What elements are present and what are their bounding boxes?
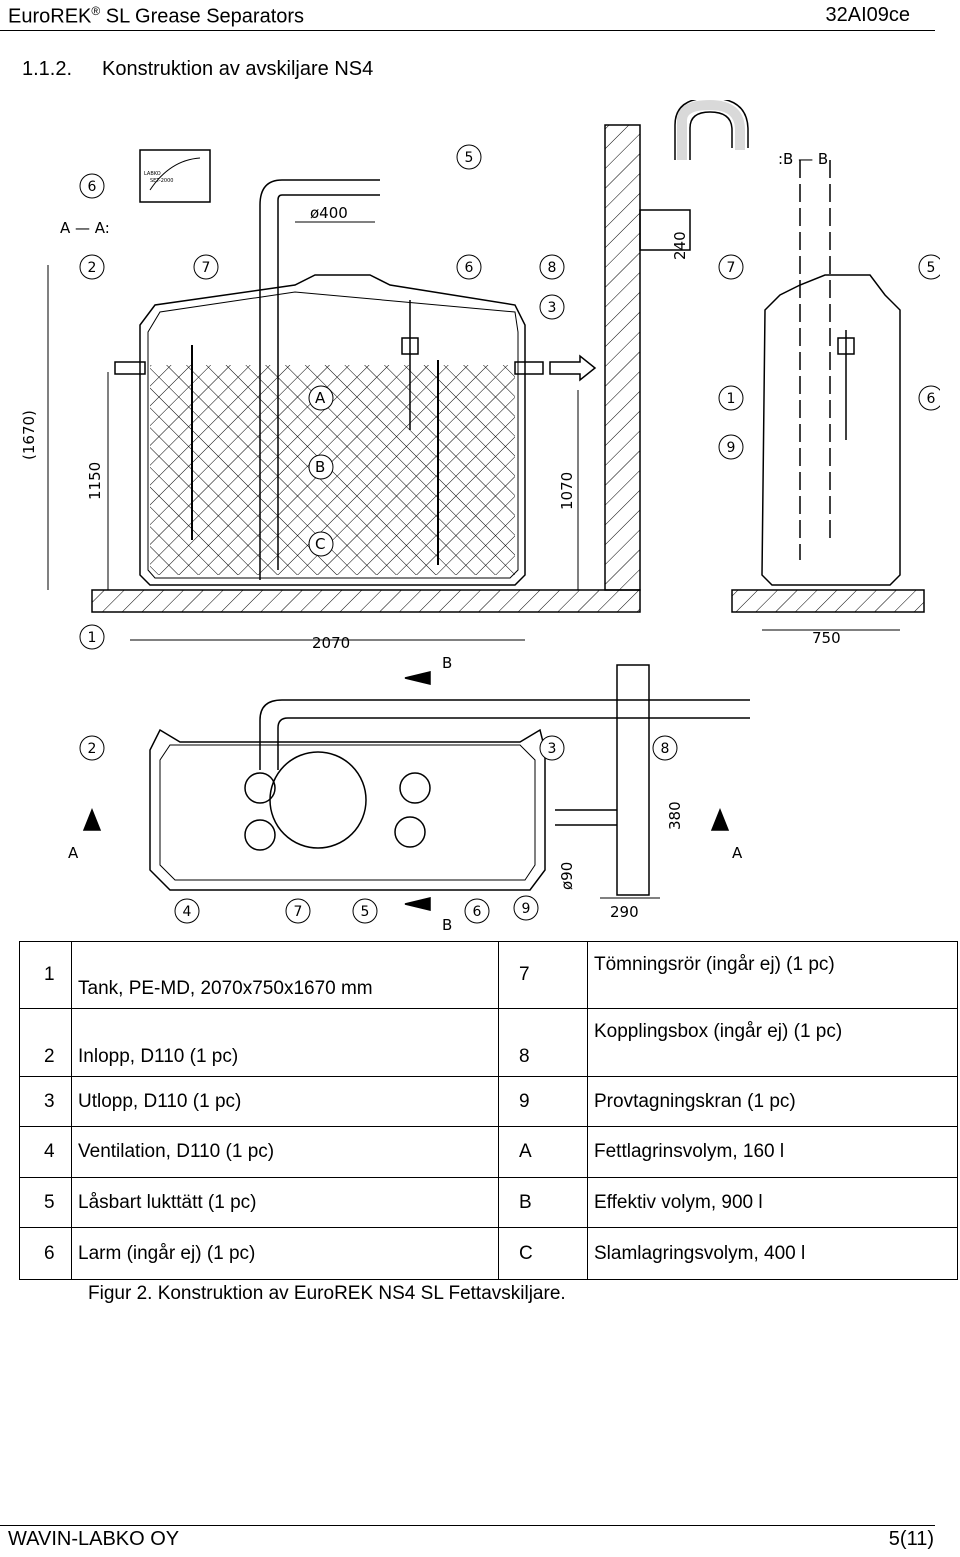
legend-text: Låsbart lukttätt (1 pc)	[71, 1177, 499, 1228]
callout-6: 6	[88, 179, 97, 195]
legend-text: Larm (ingår ej) (1 pc)	[71, 1227, 499, 1280]
callout-5: 5	[361, 904, 370, 920]
callout-4: 4	[183, 904, 192, 920]
callout-5: 5	[465, 150, 474, 166]
legend-key: A	[498, 1126, 588, 1178]
legend-row: 3 Utlopp, D110 (1 pc) 9 Provtagningskran…	[19, 1076, 958, 1127]
footer-page-number: 5(11)	[888, 1528, 934, 1550]
callout-1: 1	[88, 630, 97, 646]
dim-diameter-90: ø90	[558, 862, 576, 890]
legend-text: Utlopp, D110 (1 pc)	[71, 1076, 499, 1127]
legend-key: C	[498, 1227, 588, 1280]
label-section-a-right: A	[732, 844, 743, 862]
legend-key: 9	[498, 1076, 588, 1127]
registered-mark: ®	[91, 4, 101, 18]
legend-row: 5 Låsbart lukttätt (1 pc) B Effektiv vol…	[19, 1177, 958, 1228]
callout-3: 3	[548, 300, 557, 316]
technical-drawing: A — A: :B — B ø400 240 (1670) 1150 1070 …	[20, 100, 940, 934]
section-title: Konstruktion av avskiljare NS4	[102, 58, 374, 80]
callout-6: 6	[473, 904, 482, 920]
legend-text: Effektiv volym, 900 l	[587, 1177, 958, 1228]
label-section-bb: :B — B	[778, 150, 828, 168]
dim-380: 380	[666, 801, 684, 830]
legend-text: Tank, PE-MD, 2070x750x1670 mm	[71, 941, 499, 1009]
legend-text: Fettlagrinsvolym, 160 l	[587, 1126, 958, 1178]
legend-text: Kopplingsbox (ingår ej) (1 pc)	[587, 1008, 958, 1077]
dim-2070: 2070	[312, 634, 350, 652]
legend-key: 5	[19, 1177, 72, 1228]
section-heading: 1.1.2. Konstruktion av avskiljare NS4	[22, 58, 373, 81]
legend-text: Provtagningskran (1 pc)	[587, 1076, 958, 1127]
alarm-box-brand: LABKO	[144, 171, 161, 177]
legend-text: Slamlagringsvolym, 400 l	[587, 1227, 958, 1280]
drawing-labels: A — A: :B — B ø400 240 (1670) 1150 1070 …	[20, 150, 841, 934]
dim-750: 750	[812, 629, 841, 647]
alarm-box-model: SET-2000	[150, 178, 173, 184]
header-product-title: EuroREK® SL Grease Separators	[8, 4, 304, 29]
label-volume-b: B	[315, 458, 325, 476]
legend-text: Ventilation, D110 (1 pc)	[71, 1126, 499, 1178]
dim-1670: (1670)	[20, 410, 38, 460]
callout-1: 1	[727, 391, 736, 407]
callout-7: 7	[727, 260, 736, 276]
label-volume-a: A	[315, 389, 326, 407]
label-volume-c: C	[315, 535, 325, 553]
dim-1150: 1150	[86, 462, 104, 500]
callout-numbers: 6 5 2 7 6 8 3 7 5 1 6 9 1 2 3 8 4 7 5 6 …	[88, 150, 936, 920]
callout-7: 7	[294, 904, 303, 920]
header-brand: EuroREK	[8, 5, 92, 28]
legend-text: Tömningsrör (ingår ej) (1 pc)	[587, 941, 958, 1009]
callout-9: 9	[727, 440, 736, 456]
callout-2: 2	[88, 741, 97, 757]
legend-key: 2	[19, 1008, 72, 1077]
callout-3: 3	[548, 741, 557, 757]
legend-row: 1 Tank, PE-MD, 2070x750x1670 mm 7 Tömnin…	[19, 941, 958, 1009]
header-divider	[0, 30, 935, 31]
legend-key: B	[498, 1177, 588, 1228]
dim-diameter-400: ø400	[310, 204, 348, 222]
header-doc-code: 32AI09ce	[825, 4, 910, 26]
callout-5: 5	[927, 260, 936, 276]
legend-key: 1	[19, 941, 72, 1009]
page-header: EuroREK® SL Grease Separators 32AI09ce	[0, 0, 960, 32]
footer-company: WAVIN-LABKO OY	[8, 1528, 180, 1550]
plan-view	[82, 664, 750, 911]
legend-key: 7	[498, 941, 588, 1009]
callout-2: 2	[88, 260, 97, 276]
legend-key: 8	[498, 1008, 588, 1077]
callout-8: 8	[548, 260, 557, 276]
callout-7: 7	[202, 260, 211, 276]
label-section-b-top: B	[442, 654, 452, 672]
legend-text: Inlopp, D110 (1 pc)	[71, 1008, 499, 1077]
label-section-b-bottom: B	[442, 916, 452, 934]
section-number: 1.1.2.	[22, 58, 73, 80]
label-section-aa: A — A:	[60, 219, 110, 237]
figure-caption: Figur 2. Konstruktion av EuroREK NS4 SL …	[88, 1283, 566, 1304]
section-bb-view	[731, 160, 925, 631]
callout-6: 6	[927, 391, 936, 407]
callout-9: 9	[522, 901, 531, 917]
legend-row: 2 Inlopp, D110 (1 pc) 8 Kopplingsbox (in…	[19, 1008, 958, 1077]
dim-1070: 1070	[558, 472, 576, 510]
dim-240: 240	[671, 231, 689, 260]
legend-row: 6 Larm (ingår ej) (1 pc) C Slamlagringsv…	[19, 1227, 958, 1280]
callout-8: 8	[661, 741, 670, 757]
header-product-name: SL Grease Separators	[100, 5, 305, 28]
parts-legend-table: 1 Tank, PE-MD, 2070x750x1670 mm 7 Tömnin…	[19, 941, 958, 1280]
legend-key: 4	[19, 1126, 72, 1178]
legend-key: 3	[19, 1076, 72, 1127]
dim-290: 290	[610, 903, 639, 921]
legend-row: 4 Ventilation, D110 (1 pc) A Fettlagrins…	[19, 1126, 958, 1178]
callout-6: 6	[465, 260, 474, 276]
label-section-a-left: A	[68, 844, 79, 862]
legend-key: 6	[19, 1227, 72, 1280]
callout-circles	[79, 144, 940, 924]
footer-divider	[0, 1525, 935, 1526]
